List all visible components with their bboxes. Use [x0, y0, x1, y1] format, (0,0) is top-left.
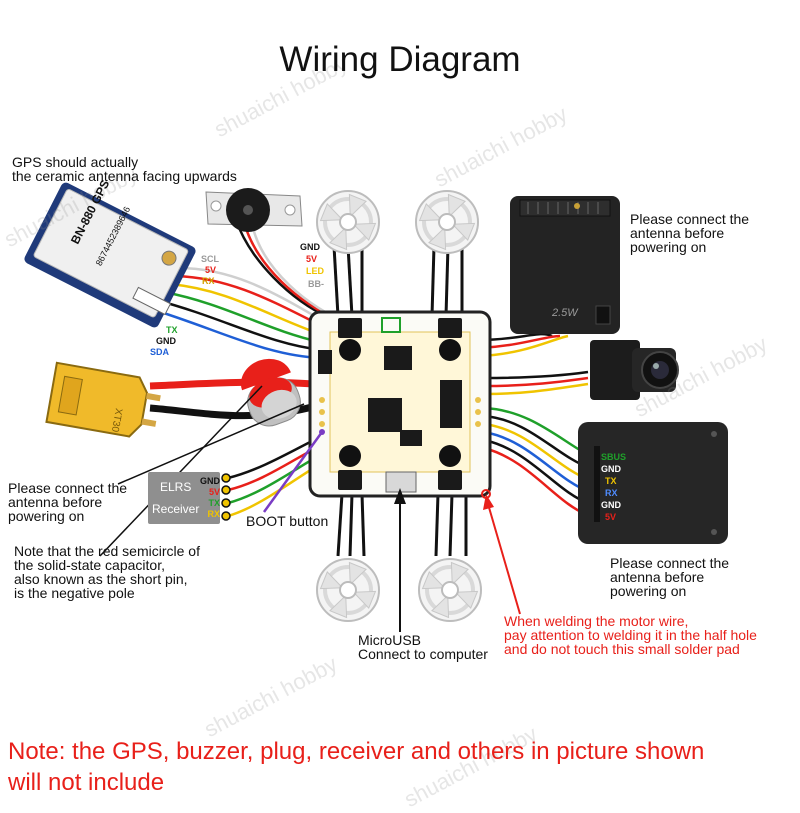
buzzer-pin-5v: 5V	[306, 254, 318, 264]
bottom-note: Note: the GPS, buzzer, plug, receiver an…	[8, 738, 705, 796]
xt30-label: XT30	[109, 407, 124, 433]
gps-pin-tx: TX	[166, 325, 178, 335]
receiver-pin-5v: 5V	[605, 512, 617, 522]
vtx-module: 2.5W	[510, 196, 620, 334]
vtx-power-label: 2.5W	[551, 307, 579, 319]
camera	[590, 340, 679, 400]
motor-wires	[332, 245, 468, 557]
flight-controller-board	[308, 310, 492, 499]
buzzer	[205, 188, 303, 232]
receiver-pin-tx: TX	[605, 476, 617, 486]
elrs-pin-5v: 5V	[208, 487, 220, 497]
motor-pad-pointer	[487, 503, 521, 615]
usb-label: MicroUSB Connect to computer	[358, 632, 488, 662]
gps-pin-5v: 5V	[205, 265, 217, 275]
pointer-lines	[99, 385, 521, 632]
gps-pin-sda: SDA	[150, 347, 170, 357]
gps-connector	[132, 286, 172, 316]
camera-wires	[483, 370, 589, 396]
propeller-top-left	[312, 186, 384, 258]
receiver-module	[578, 422, 728, 544]
elrs-label: ELRS	[160, 480, 192, 494]
boot-button-label: BOOT button	[246, 513, 329, 529]
elrs-receiver: ELRS Receiver GND 5V TX RX	[148, 472, 220, 524]
gps-pin-rx: RX	[202, 276, 215, 286]
elrs-pin-dots	[221, 473, 231, 521]
buzzer-pin-gnd: GND	[300, 242, 320, 252]
elrs-pin-labels: GND 5V TX RX	[196, 476, 220, 520]
propeller-bottom-right	[414, 554, 486, 626]
gps-caption: GPS should actually the ceramic antenna …	[12, 154, 237, 184]
buzzer-pin-led: LED	[306, 266, 324, 276]
elrs-note-pointer	[117, 403, 305, 485]
receiver-wires	[483, 406, 591, 518]
receiver-antenna-note: Please connect the antenna before poweri…	[610, 555, 730, 599]
elrs-pin-rx: RX	[207, 509, 220, 519]
micro-usb-port	[385, 471, 417, 493]
capacitor-note-pointer	[99, 385, 263, 557]
propeller-bottom-left	[312, 554, 384, 626]
gps-pin-scl: SCL	[201, 254, 219, 264]
boot-pointer	[262, 431, 324, 513]
receiver-pin-gnd: GND	[601, 464, 621, 474]
xt30-connector: XT30	[45, 361, 161, 438]
elrs-pin-tx: TX	[208, 498, 220, 508]
vtx-antenna-note: Please connect the antenna before poweri…	[630, 211, 750, 255]
elrs-antenna-note: Please connect the antenna before poweri…	[8, 480, 128, 524]
receiver-pin-rx: RX	[605, 488, 618, 498]
vtx-wires	[479, 332, 569, 358]
capacitor	[240, 358, 301, 427]
gps-wires	[147, 266, 323, 360]
gps-module	[24, 182, 196, 328]
motor-welding-note: When welding the motor wire, pay attenti…	[504, 613, 757, 657]
elrs-receiver-label: Receiver	[152, 502, 200, 516]
buzzer-pin-bb: BB-	[308, 279, 324, 289]
propeller-top-right	[411, 186, 483, 258]
elrs-pin-gnd: GND	[200, 476, 220, 486]
gps-pin-gnd: GND	[156, 336, 176, 346]
receiver-pin-gnd-2: GND	[601, 500, 621, 510]
receiver-pin-sbus: SBUS	[601, 452, 627, 462]
page-title: Wiring Diagram	[279, 40, 521, 79]
capacitor-note: Note that the red semicircle of the soli…	[14, 543, 200, 601]
